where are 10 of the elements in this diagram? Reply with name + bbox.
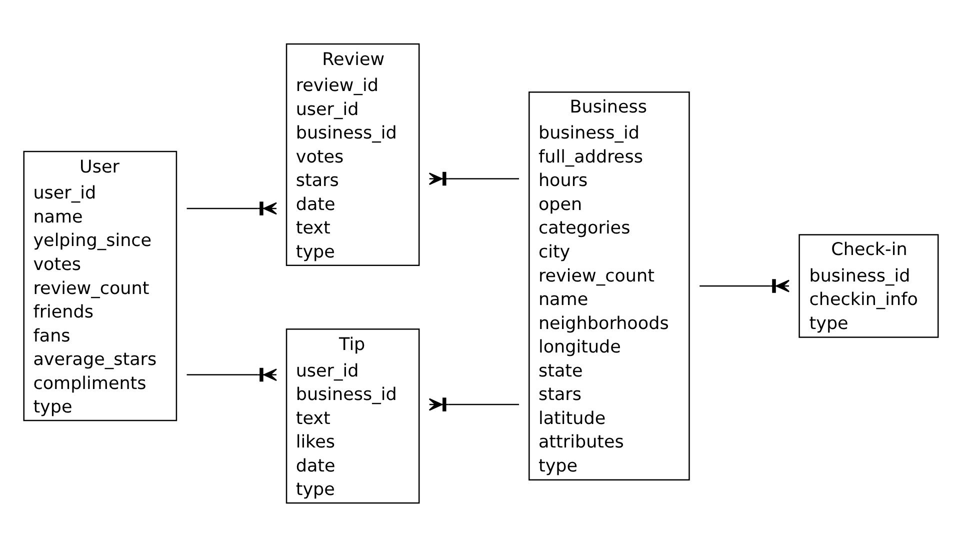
connector <box>186 202 278 216</box>
node-box: Check-in business_id checkin_info type <box>798 234 939 338</box>
node-box: Review review_id user_id business_id votes stars date text type <box>286 43 420 266</box>
connector <box>186 368 278 382</box>
node-box: Tip user_id business_id text likes date type <box>286 328 420 504</box>
connector <box>428 172 520 186</box>
node-box: User user_id name yelping_since votes review_count friends fans average_stars compliments type <box>23 150 178 422</box>
connector <box>700 279 790 293</box>
connector <box>428 398 520 412</box>
node-box: Business business_id full_address hours open categories city review_count name neighborhoods longitude state stars latitude attributes type <box>528 92 690 480</box>
